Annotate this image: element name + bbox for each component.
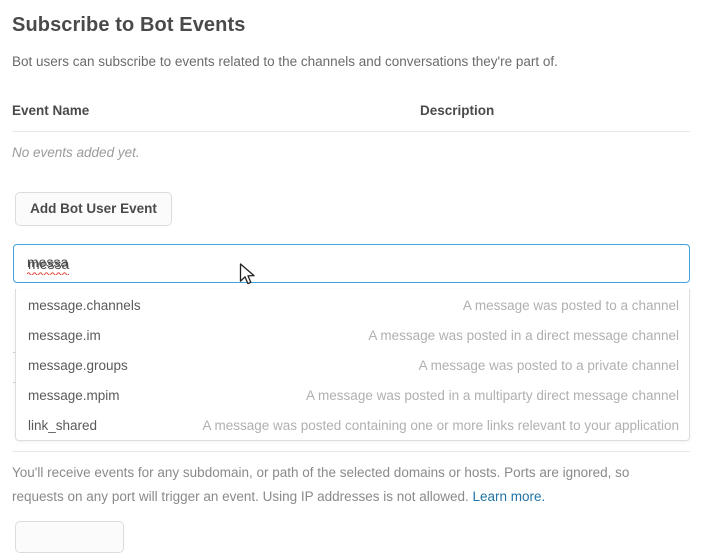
- suggestion-event-description: A message was posted to a channel: [462, 297, 679, 313]
- page-subtitle: Bot users can subscribe to events relate…: [12, 54, 558, 69]
- dropdown-item[interactable]: link_shared A message was posted contain…: [16, 410, 689, 440]
- dropdown-edge-tick: [13, 382, 16, 383]
- suggestion-event-name: message.im: [28, 327, 101, 343]
- suggestion-event-description: A message was posted in a multiparty dir…: [306, 387, 679, 403]
- column-header-description: Description: [420, 103, 495, 118]
- events-empty-state: No events added yet.: [12, 145, 140, 160]
- suggestion-event-name: message.groups: [28, 357, 128, 373]
- footer-divider: [12, 451, 690, 452]
- suggestion-event-description: A message was posted containing one or m…: [202, 417, 679, 433]
- suggestion-event-name: message.mpim: [28, 387, 120, 403]
- dropdown-item[interactable]: message.im A message was posted in a dir…: [16, 320, 689, 350]
- dropdown-item[interactable]: message.groups A message was posted to a…: [16, 350, 689, 380]
- event-search-input[interactable]: [13, 244, 690, 283]
- dropdown-item[interactable]: message.channels A message was posted to…: [16, 290, 689, 320]
- column-header-event-name: Event Name: [12, 103, 90, 118]
- suggestion-event-description: A message was posted in a direct message…: [368, 327, 679, 343]
- add-bot-user-event-button[interactable]: Add Bot User Event: [15, 192, 172, 226]
- footer-note-text: You'll receive events for any subdomain,…: [12, 465, 630, 504]
- events-table-header: Event Name Description: [12, 103, 690, 131]
- dropdown-item[interactable]: message.mpim A message was posted in a m…: [16, 380, 689, 410]
- subscribe-to-bot-events-panel: Subscribe to Bot Events Bot users can su…: [12, 14, 690, 553]
- learn-more-link[interactable]: Learn more.: [472, 489, 546, 504]
- footer-note: You'll receive events for any subdomain,…: [12, 461, 684, 509]
- event-suggestions-dropdown[interactable]: message.channels A message was posted to…: [15, 289, 690, 441]
- suggestion-event-description: A message was posted to a private channe…: [418, 357, 679, 373]
- suggestion-event-name: message.channels: [28, 297, 141, 313]
- table-header-divider: [12, 131, 690, 132]
- dropdown-edge-tick: [13, 352, 16, 353]
- page-title: Subscribe to Bot Events: [12, 14, 246, 36]
- footer-save-button[interactable]: [15, 521, 124, 553]
- suggestion-event-name: link_shared: [28, 417, 98, 433]
